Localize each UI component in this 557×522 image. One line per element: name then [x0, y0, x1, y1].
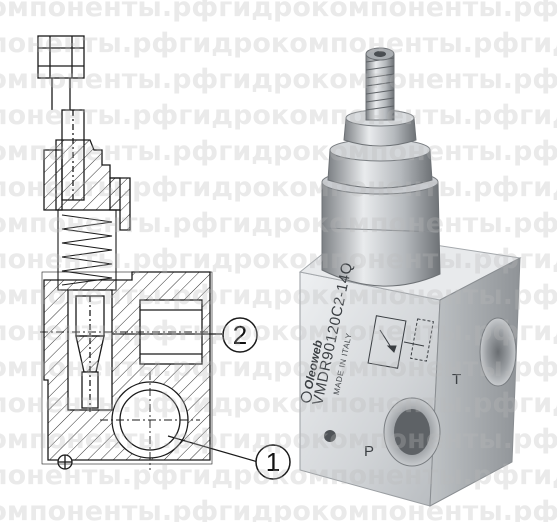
port-p-hole: [383, 397, 441, 467]
callout-2: 2: [112, 317, 258, 353]
spring: [57, 209, 117, 291]
port-p-label: P: [364, 443, 374, 460]
callout-2-number: 2: [233, 320, 247, 350]
side-port: [479, 317, 517, 387]
callout-1: 1: [167, 435, 291, 480]
hydraulic-symbol: [367, 315, 434, 369]
brand-logo-icon: [300, 391, 313, 403]
callout-1-number: 1: [266, 447, 280, 477]
threaded-stem: [365, 47, 395, 121]
lock-nut: [37, 35, 85, 79]
center-lines: [40, 331, 210, 470]
mounting-hole: [324, 430, 336, 442]
port-t-label: T: [452, 371, 461, 388]
valve-body-section: [43, 271, 211, 470]
cartridge-head: [43, 139, 131, 231]
cross-section-drawing: [37, 35, 213, 470]
valve-photo: VMDR90120C2-14Q MADE IN ITALY Oleoweb P …: [298, 47, 522, 507]
cartridge-body: [321, 181, 441, 287]
piston: [75, 295, 105, 412]
